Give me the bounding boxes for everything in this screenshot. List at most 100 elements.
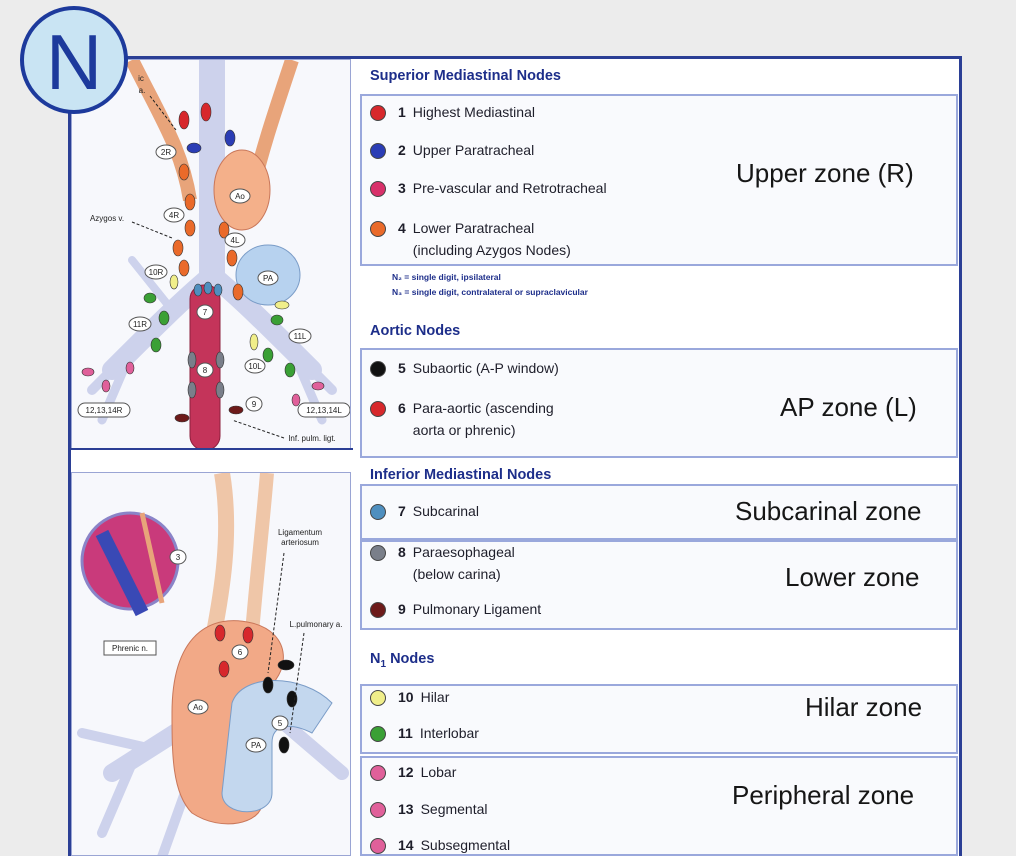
node-marker <box>285 363 295 377</box>
label-pa-lower: PA <box>251 741 262 750</box>
node-marker <box>188 352 196 368</box>
node-10-number: 10 <box>398 686 414 708</box>
node-marker <box>216 352 224 368</box>
node-11-label: Interlobar <box>420 722 479 744</box>
label-4l: 4L <box>231 236 240 245</box>
label-pa: PA <box>263 274 274 283</box>
node-entry-14: 14 Subsegmental <box>370 834 510 856</box>
node-marker <box>219 661 229 677</box>
node-marker <box>179 111 189 129</box>
node-entry-12: 12 Lobar <box>370 761 456 783</box>
label-ic: ic <box>138 74 144 83</box>
node-6-label-line2: aorta or phrenic) <box>413 422 516 438</box>
node-entry-10: 10 Hilar <box>370 686 449 708</box>
label-8: 8 <box>203 366 208 375</box>
node-1-dot <box>370 105 386 121</box>
node-11-number: 11 <box>398 722 413 744</box>
badge-letter: N <box>46 23 102 101</box>
node-6-dot <box>370 401 386 417</box>
node-entry-11: 11 Interlobar <box>370 722 479 744</box>
label-ao-lower: Ao <box>193 703 203 712</box>
node-marker <box>144 293 156 303</box>
node-14-number: 14 <box>398 834 414 856</box>
label-4r: 4R <box>169 211 179 220</box>
label-10r: 10R <box>149 268 164 277</box>
node-marker <box>175 414 189 422</box>
label-azygos: Azygos v. <box>90 214 124 223</box>
node-marker <box>263 677 273 693</box>
node-marker <box>279 737 289 753</box>
node-marker <box>225 130 235 146</box>
node-13-label: Segmental <box>421 798 488 820</box>
inferior-mediastinal-title: Inferior Mediastinal Nodes <box>370 467 551 483</box>
node-13-number: 13 <box>398 798 414 820</box>
node-4-label: Lower Paratracheal <box>413 220 534 236</box>
node-marker <box>188 382 196 398</box>
aortic-nodes-title: Aortic Nodes <box>370 323 460 339</box>
node-entry-4: 4 Lower Paratracheal(including Azygos No… <box>370 217 571 261</box>
node-marker <box>243 627 253 643</box>
node-marker <box>275 301 289 309</box>
node-10-dot <box>370 690 386 706</box>
node-marker <box>215 625 225 641</box>
node-entry-7: 7 Subcarinal <box>370 500 479 522</box>
n3-note: N₃ = single digit, contralateral or supr… <box>392 287 588 297</box>
label-arteriosum: arteriosum <box>281 538 319 547</box>
diagram-divider <box>71 448 353 450</box>
node-entry-1: 1 Highest Mediastinal <box>370 101 535 123</box>
n1-nodes-title: N1 Nodes <box>370 651 434 670</box>
node-6-number: 6 <box>398 397 406 419</box>
node-6-label: Para-aortic (ascending <box>413 400 554 416</box>
node-8-number: 8 <box>398 541 406 563</box>
node-marker <box>227 250 237 266</box>
label-ao: Ao <box>235 192 245 201</box>
node-1-label: Highest Mediastinal <box>413 101 535 123</box>
subclavian-vessel <box>252 473 267 633</box>
label-9: 9 <box>252 400 257 409</box>
node-marker <box>250 334 258 350</box>
upper-zone-label: Upper zone (R) <box>736 158 914 189</box>
subcarinal-zone-label: Subcarinal zone <box>735 496 921 527</box>
node-marker <box>151 338 161 352</box>
mediastinum-illustration: ic a. 2R Ao 4R Azygos v. 4L 10R PA 7 11R… <box>72 60 351 449</box>
node-2-label: Upper Paratracheal <box>413 139 534 161</box>
mediastinum-diagram: ic a. 2R Ao 4R Azygos v. 4L 10R PA 7 11R… <box>71 59 351 449</box>
node-marker <box>312 382 324 390</box>
superior-mediastinal-title: Superior Mediastinal Nodes <box>370 68 561 84</box>
node-marker <box>179 164 189 180</box>
hilar-zone-label: Hilar zone <box>805 692 922 723</box>
node-marker <box>194 284 202 296</box>
node-marker <box>126 362 134 374</box>
node-4-dot <box>370 221 386 237</box>
n1-prefix: N <box>370 651 380 667</box>
node-10-label: Hilar <box>421 686 450 708</box>
carotid-vessel <box>212 473 226 643</box>
node-12-dot <box>370 765 386 781</box>
node-marker <box>179 260 189 276</box>
label-7: 7 <box>203 308 208 317</box>
node-7-number: 7 <box>398 500 406 522</box>
label-a: a. <box>139 86 146 95</box>
node-marker <box>185 220 195 236</box>
node-marker <box>278 660 294 670</box>
node-marker <box>82 368 94 376</box>
node-3-number: 3 <box>398 177 406 199</box>
label-6: 6 <box>238 648 243 657</box>
aortic-nodes-diagram: 3 Ligamentum arteriosum L.pulmonary a. P… <box>71 472 351 856</box>
n1-suffix: Nodes <box>386 651 434 667</box>
node-14-label: Subsegmental <box>421 834 511 856</box>
node-marker <box>233 284 243 300</box>
node-marker <box>271 315 283 325</box>
label-11l: 11L <box>294 332 307 341</box>
node-entry-3: 3 Pre-vascular and Retrotracheal <box>370 177 607 199</box>
node-marker <box>292 394 300 406</box>
node-2-dot <box>370 143 386 159</box>
node-3-label: Pre-vascular and Retrotracheal <box>413 177 607 199</box>
node-entry-5: 5 Subaortic (A-P window) <box>370 357 559 379</box>
node-8-label: Paraesophageal <box>413 544 515 560</box>
node-marker <box>214 284 222 296</box>
node-14-dot <box>370 838 386 854</box>
node-9-dot <box>370 602 386 618</box>
node-marker <box>185 194 195 210</box>
node-3-dot <box>370 181 386 197</box>
